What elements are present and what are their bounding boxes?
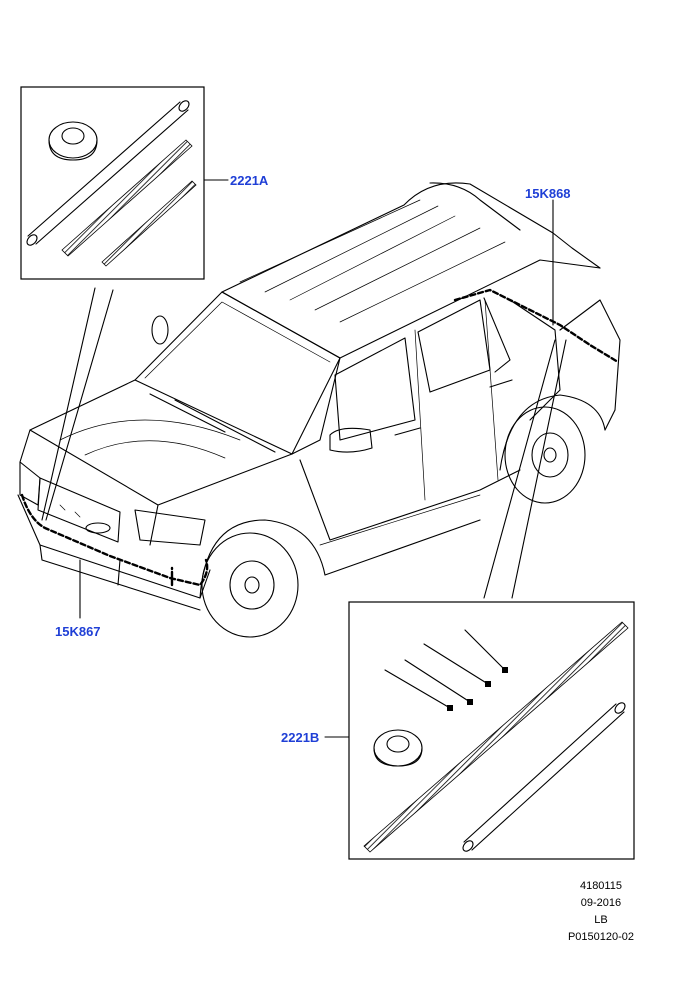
diagram-code: 4180115 bbox=[579, 880, 622, 892]
conduit-icon bbox=[363, 621, 629, 853]
callout-2221b[interactable]: 2221B bbox=[281, 730, 319, 745]
callout-15k867[interactable]: 15K867 bbox=[55, 624, 101, 639]
illustration-id: P0150120-02 bbox=[567, 931, 634, 943]
kit-b-inset bbox=[324, 601, 635, 860]
sleeve-tube-icon bbox=[26, 100, 190, 246]
kit-a-inset bbox=[20, 86, 229, 521]
callout-15k868[interactable]: 15K868 bbox=[525, 186, 571, 201]
rear-harness bbox=[453, 199, 620, 364]
cable-tie-icon bbox=[384, 629, 508, 711]
tape-icon bbox=[101, 180, 197, 267]
illustration-footer: 4180115 09-2016 LB P0150120-02 bbox=[568, 878, 634, 946]
diagram-date: 09-2016 bbox=[580, 897, 622, 909]
grommet-icon bbox=[48, 121, 98, 161]
sleeve-tube-icon bbox=[462, 702, 626, 852]
front-harness bbox=[20, 493, 209, 619]
grommet-icon bbox=[373, 729, 423, 767]
conduit-icon bbox=[61, 139, 193, 257]
vehicle-drawing bbox=[17, 182, 621, 638]
diagram-region: LB bbox=[594, 914, 608, 926]
callout-2221a[interactable]: 2221A bbox=[230, 173, 269, 188]
